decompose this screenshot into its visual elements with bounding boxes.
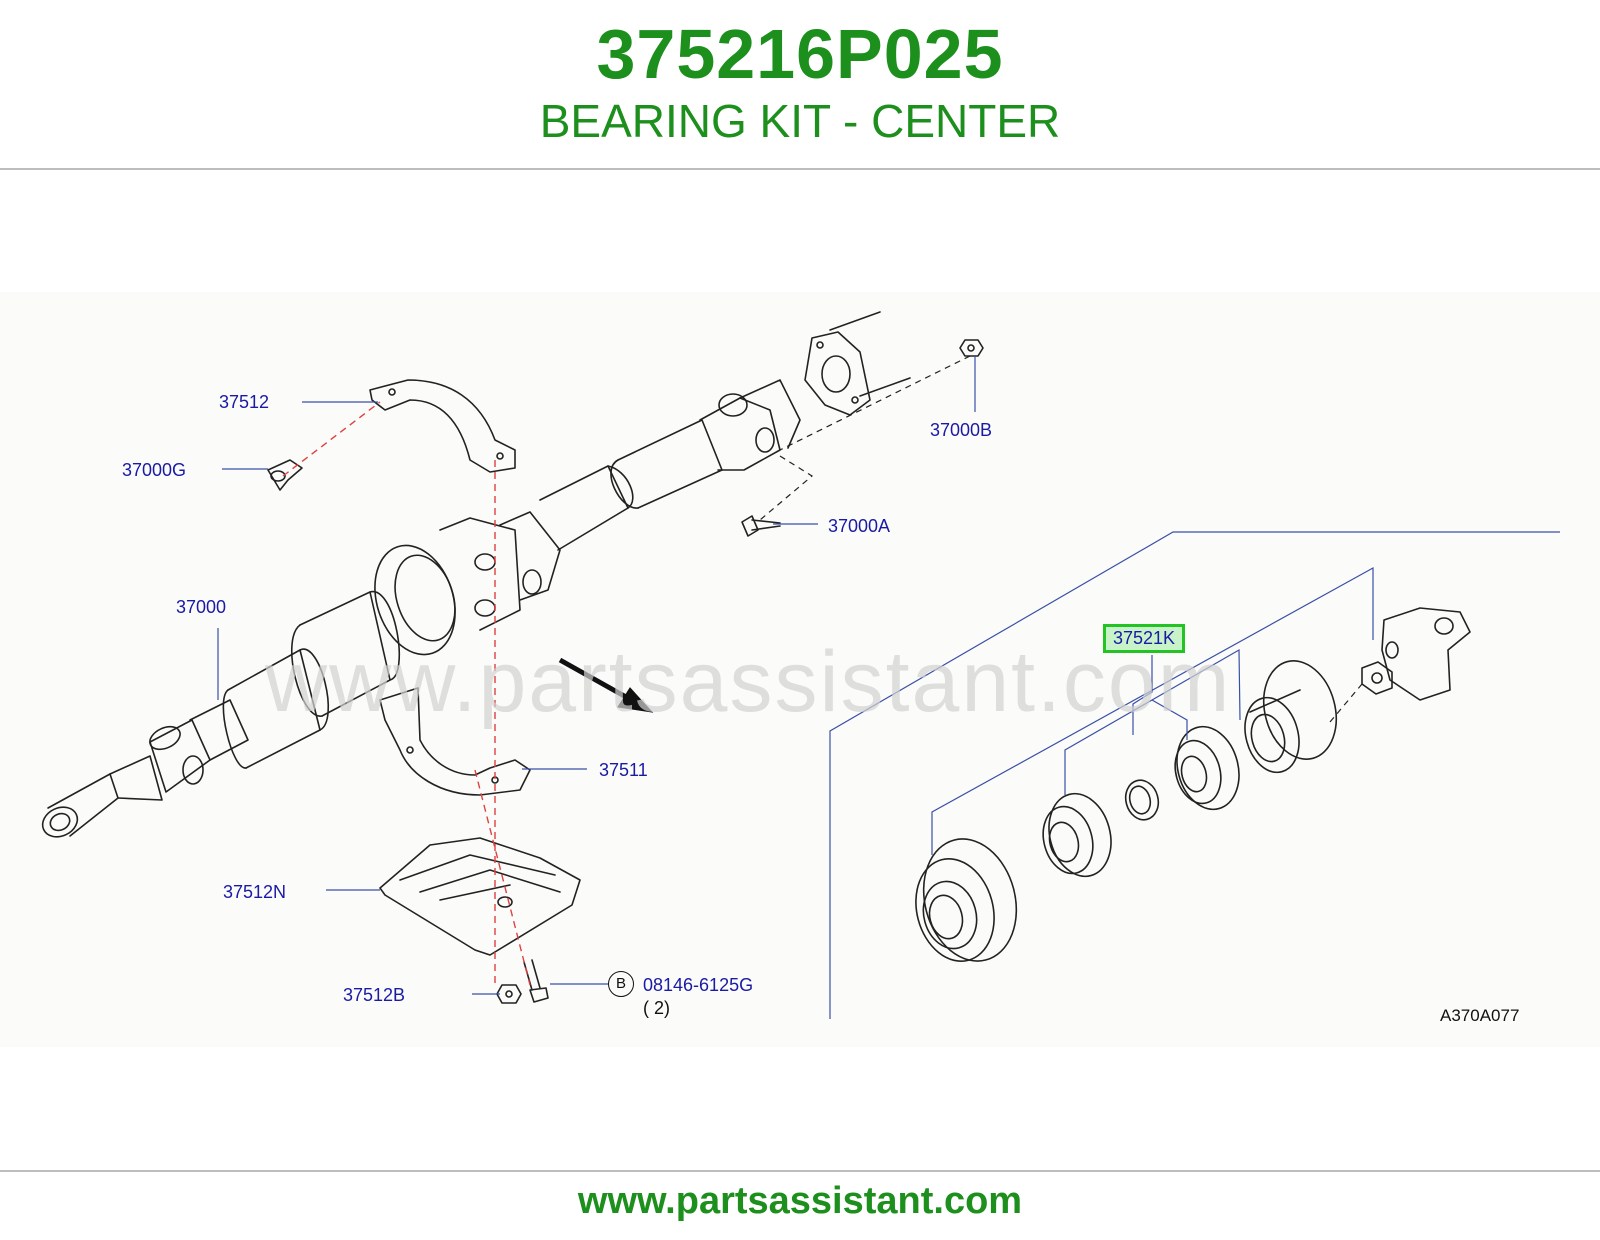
- bracket-37511: [379, 687, 531, 796]
- front-universal-joint: [149, 699, 249, 793]
- dust-seal: [1174, 725, 1240, 811]
- rubber-insulator: [915, 838, 1018, 962]
- diagram-area: [0, 292, 1600, 1047]
- callout-08146-6125g[interactable]: 08146-6125G: [643, 975, 754, 995]
- figure-code: A370A077: [1440, 1006, 1520, 1025]
- alignment-dash-lines: [759, 355, 1363, 723]
- callout-37000b[interactable]: 37000B: [930, 420, 993, 440]
- center-coupling: [374, 511, 561, 656]
- callout-37521k[interactable]: 37521K: [1103, 624, 1186, 653]
- callout-37512[interactable]: 37512: [219, 392, 270, 412]
- bolt-08146-6125g: [523, 959, 549, 1003]
- bracket-37512: [369, 379, 516, 473]
- propeller-shaft-front-tube: [41, 755, 163, 838]
- nut-37000b: [959, 339, 984, 357]
- callout-quantity: ( 2): [643, 998, 670, 1018]
- ball-bearing: [1042, 792, 1112, 878]
- nut-37512b: [496, 984, 522, 1004]
- bolt-37000a: [741, 515, 781, 537]
- part-number: 375216P025: [596, 15, 1004, 93]
- heat-shield-37512n: [379, 837, 581, 956]
- callout-37512b[interactable]: 37512B: [343, 985, 406, 1005]
- callout-37000a[interactable]: 37000A: [828, 516, 891, 536]
- center-bearing-housing: [1244, 660, 1337, 774]
- detail-arrow: [558, 657, 654, 713]
- footer-divider: [0, 1170, 1600, 1172]
- rear-universal-joint: [699, 379, 801, 471]
- footer-url[interactable]: www.partsassistant.com: [577, 1180, 1023, 1222]
- snap-ring: [1124, 779, 1160, 821]
- callout-37000[interactable]: 37000: [176, 597, 227, 617]
- leader-lines: [217, 356, 1560, 1019]
- assembly-dash-lines: [282, 401, 531, 986]
- callout-37512n[interactable]: 37512N: [223, 882, 287, 902]
- watermark: www.partsassistant.com: [265, 634, 1232, 730]
- callout-37511[interactable]: 37511: [599, 760, 648, 780]
- b-marker: B: [608, 971, 634, 997]
- clip-37000g: [267, 459, 303, 491]
- callout-37000g[interactable]: 37000G: [122, 460, 187, 480]
- flange-nut: [1361, 661, 1393, 695]
- part-name: BEARING KIT - CENTER: [539, 95, 1061, 147]
- yoke-flange: [1381, 607, 1471, 701]
- main-tube-front: [222, 591, 401, 769]
- main-tube-rear: [539, 419, 723, 551]
- companion-flange: [804, 311, 911, 416]
- header-divider: [0, 168, 1600, 170]
